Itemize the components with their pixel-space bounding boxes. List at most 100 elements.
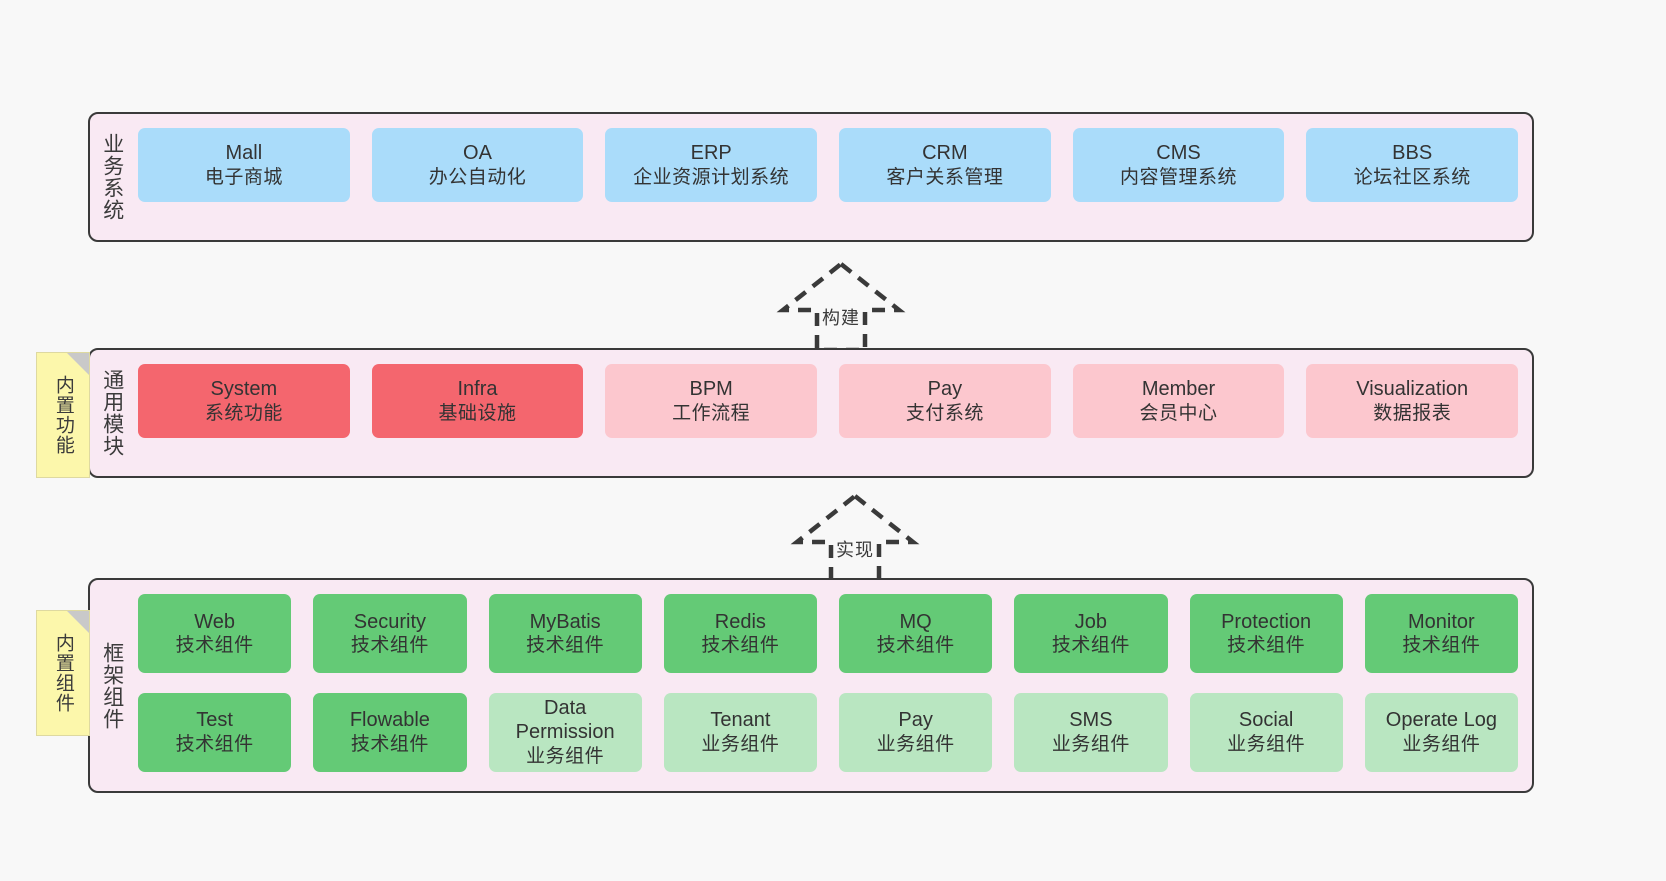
card-visualization[interactable]: Visualization 数据报表 (1306, 364, 1519, 438)
card-pay-component-subtitle: 业务组件 (876, 733, 955, 755)
card-cms-title: CMS (1156, 142, 1201, 165)
card-social-subtitle: 业务组件 (1227, 733, 1306, 755)
layer-framework-components: 框架组件 Web 技术组件 Security 技术组件 MyBatis 技术组件… (88, 578, 1534, 793)
card-protection-subtitle: 技术组件 (1227, 635, 1306, 657)
card-web-subtitle: 技术组件 (175, 635, 254, 657)
layer-common-title: 通用模块 (100, 369, 124, 457)
card-test-title: Test (196, 709, 233, 732)
note-builtin-components: 内置组件 (36, 610, 90, 736)
card-data-permission-title: Data Permission (515, 697, 615, 744)
card-bbs-title: BBS (1392, 142, 1433, 165)
card-member-subtitle: 会员中心 (1139, 402, 1218, 424)
card-redis-title: Redis (714, 610, 766, 633)
card-mall-title: Mall (225, 142, 263, 165)
card-mybatis-subtitle: 技术组件 (526, 635, 605, 657)
card-oa[interactable]: OA 办公自动化 (371, 128, 584, 202)
card-redis[interactable]: Redis 技术组件 (663, 594, 817, 673)
connector-implement-label: 实现 (836, 540, 874, 560)
note-fold-corner-icon (67, 353, 89, 375)
card-system[interactable]: System 系统功能 (138, 364, 350, 438)
card-social-title: Social (1238, 709, 1294, 732)
card-protection[interactable]: Protection 技术组件 (1189, 594, 1343, 673)
card-protection-title: Protection (1221, 610, 1312, 633)
card-monitor-title: Monitor (1408, 610, 1475, 633)
card-redis-subtitle: 技术组件 (701, 635, 780, 657)
note-fold-corner-icon (67, 611, 89, 633)
card-mybatis-title: MyBatis (529, 610, 601, 633)
layer-business-body: Mall 电子商城 OA 办公自动化 ERP 企业资源计划系统 CRM 客户关系… (134, 114, 1532, 240)
card-data-permission-subtitle: 业务组件 (526, 745, 605, 767)
card-web[interactable]: Web 技术组件 (138, 594, 292, 673)
card-crm-subtitle: 客户关系管理 (886, 166, 1004, 188)
note-builtin-features: 内置功能 (36, 352, 90, 478)
card-member-title: Member (1141, 378, 1216, 401)
card-operate-log-subtitle: 业务组件 (1402, 733, 1481, 755)
card-security-subtitle: 技术组件 (350, 635, 429, 657)
card-sms[interactable]: SMS 业务组件 (1014, 692, 1168, 772)
card-sms-title: SMS (1069, 709, 1113, 732)
card-erp[interactable]: ERP 企业资源计划系统 (605, 128, 818, 202)
note-builtin-components-label: 内置组件 (52, 633, 74, 713)
note-builtin-features-label: 内置功能 (52, 375, 74, 455)
card-mall-subtitle: 电子商城 (204, 166, 283, 188)
card-flowable-title: Flowable (349, 709, 430, 732)
layer-business-systems: 业务系统 Mall 电子商城 OA 办公自动化 ERP 企业资源计划系统 CRM… (88, 112, 1534, 242)
card-mybatis[interactable]: MyBatis 技术组件 (488, 594, 642, 673)
connector-build-label: 构建 (822, 308, 860, 328)
common-card-row: System 系统功能 Infra 基础设施 BPM 工作流程 Pay 支付系统… (138, 364, 1519, 462)
card-tenant-subtitle: 业务组件 (701, 733, 780, 755)
card-test[interactable]: Test 技术组件 (138, 692, 292, 772)
card-data-permission[interactable]: Data Permission 业务组件 (488, 692, 642, 772)
card-bpm-title: BPM (689, 378, 733, 401)
card-infra-subtitle: 基础设施 (438, 402, 517, 424)
card-crm-title: CRM (922, 142, 968, 165)
card-bbs[interactable]: BBS 论坛社区系统 (1306, 128, 1519, 202)
card-erp-subtitle: 企业资源计划系统 (633, 166, 790, 188)
card-pay-module-title: Pay (927, 378, 963, 401)
layer-framework-body: Web 技术组件 Security 技术组件 MyBatis 技术组件 Redi… (134, 580, 1532, 791)
card-crm[interactable]: CRM 客户关系管理 (839, 128, 1051, 202)
card-sms-subtitle: 业务组件 (1051, 733, 1130, 755)
card-member[interactable]: Member 会员中心 (1072, 364, 1285, 438)
card-tenant[interactable]: Tenant 业务组件 (663, 692, 817, 772)
card-infra-title: Infra (457, 378, 498, 401)
card-social[interactable]: Social 业务组件 (1189, 692, 1343, 772)
layer-common-modules: 通用模块 System 系统功能 Infra 基础设施 BPM 工作流程 Pay… (88, 348, 1534, 478)
card-pay-component-title: Pay (898, 709, 933, 732)
card-visualization-title: Visualization (1356, 378, 1469, 401)
card-security[interactable]: Security 技术组件 (313, 594, 467, 673)
card-job[interactable]: Job 技术组件 (1014, 594, 1168, 673)
card-cms[interactable]: CMS 内容管理系统 (1072, 128, 1285, 202)
card-mall[interactable]: Mall 电子商城 (138, 128, 350, 202)
card-operate-log-title: Operate Log (1385, 709, 1497, 732)
card-monitor[interactable]: Monitor 技术组件 (1364, 594, 1518, 673)
card-security-title: Security (353, 610, 426, 633)
card-mq[interactable]: MQ 技术组件 (839, 594, 993, 673)
card-system-title: System (210, 378, 278, 401)
card-system-subtitle: 系统功能 (204, 402, 283, 424)
connector-build: 构建 (761, 258, 921, 356)
card-mq-title: MQ (899, 610, 932, 633)
card-flowable-subtitle: 技术组件 (350, 733, 429, 755)
card-tenant-title: Tenant (710, 709, 771, 732)
card-web-title: Web (194, 610, 235, 633)
card-pay-module[interactable]: Pay 支付系统 (839, 364, 1051, 438)
framework-tech-row: Web 技术组件 Security 技术组件 MyBatis 技术组件 Redi… (138, 594, 1518, 679)
card-oa-subtitle: 办公自动化 (428, 166, 527, 188)
card-flowable[interactable]: Flowable 技术组件 (313, 692, 467, 772)
card-visualization-subtitle: 数据报表 (1373, 402, 1452, 424)
card-pay-component[interactable]: Pay 业务组件 (839, 692, 993, 772)
card-pay-module-subtitle: 支付系统 (905, 402, 984, 424)
card-mq-subtitle: 技术组件 (876, 635, 955, 657)
card-job-subtitle: 技术组件 (1051, 635, 1130, 657)
card-bpm-subtitle: 工作流程 (672, 402, 751, 424)
card-bbs-subtitle: 论坛社区系统 (1353, 166, 1471, 188)
connector-implement: 实现 (775, 490, 935, 588)
card-cms-subtitle: 内容管理系统 (1120, 166, 1238, 188)
card-erp-title: ERP (690, 142, 732, 165)
card-operate-log[interactable]: Operate Log 业务组件 (1364, 692, 1518, 772)
card-infra[interactable]: Infra 基础设施 (371, 364, 584, 438)
layer-business-title: 业务系统 (100, 133, 124, 221)
card-bpm[interactable]: BPM 工作流程 (605, 364, 818, 438)
